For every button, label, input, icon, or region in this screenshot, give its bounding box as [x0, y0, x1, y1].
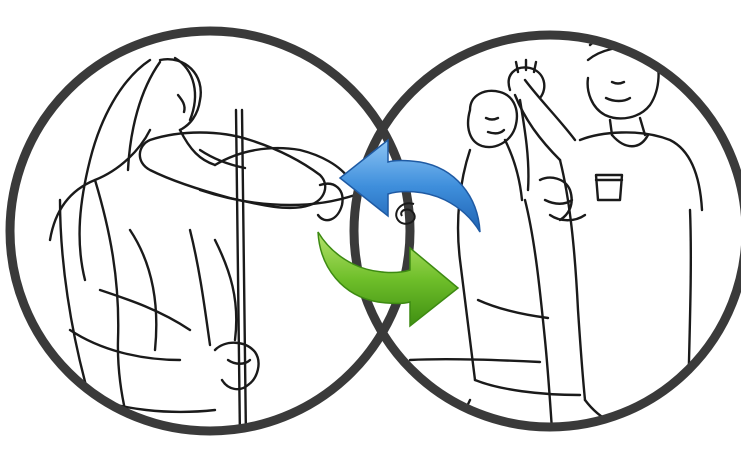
exchange-arrows [318, 140, 480, 326]
